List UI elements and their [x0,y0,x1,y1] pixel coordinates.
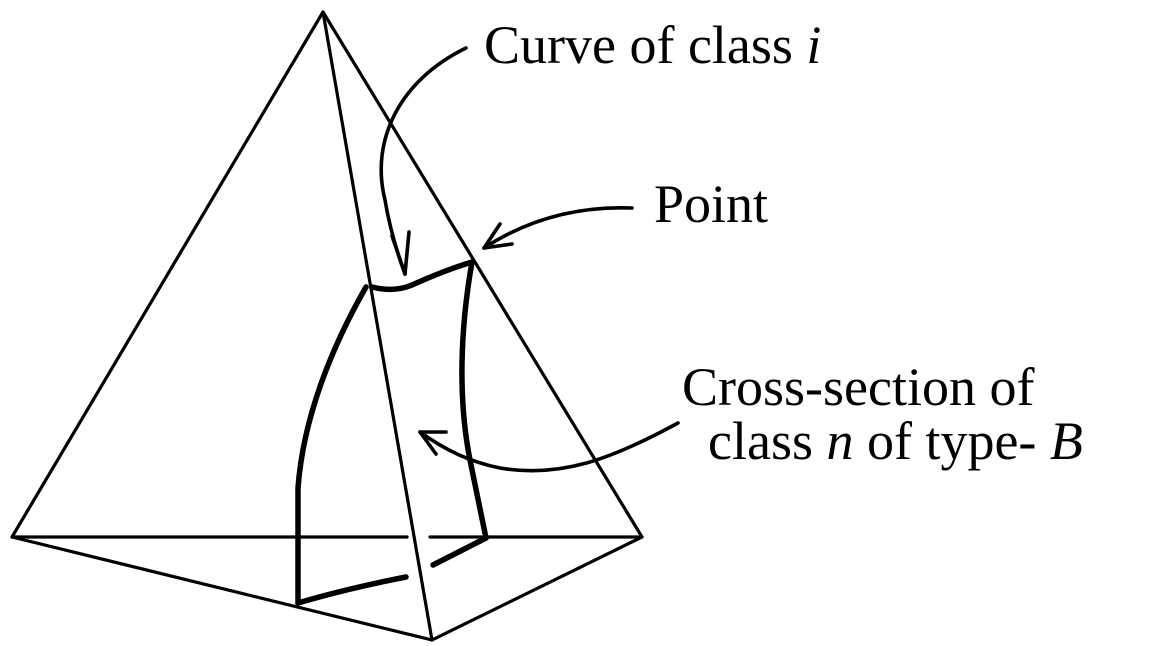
curve-label-arrowhead [390,230,411,276]
point-label-arrow [482,205,634,250]
cross-section-variable-n: n [826,411,853,471]
curve-label: Curve of class i [484,15,821,75]
cross-section-bottom-right [430,535,489,568]
cross-section-left-side [295,284,369,606]
cross-section-label-arrow [418,421,680,473]
edge-base-front-right [430,535,644,642]
cross-section-bottom-left [295,574,409,606]
edge-apex-left [10,10,325,539]
cross-section-top-curve [369,259,475,293]
labels: Curve of class i Point Cross-section of … [484,15,1083,471]
edge-apex-right [321,10,644,539]
cross-section-right-side [459,259,489,541]
edge-apex-front [321,10,434,642]
cross-section-label-arrowhead [418,430,448,456]
cross-section [295,259,489,606]
cross-section-variable-b: B [1050,411,1083,471]
annotation-arrows [379,46,680,473]
cross-section-label-line1: Cross-section of [682,357,1034,417]
point-label: Point [654,174,768,234]
tetrahedron [10,10,644,642]
edge-base-left-front [10,535,434,642]
curve-label-variable: i [806,15,821,75]
cross-section-label-line2: class n of type- B [708,411,1083,471]
point-label-arrowhead [482,222,514,250]
